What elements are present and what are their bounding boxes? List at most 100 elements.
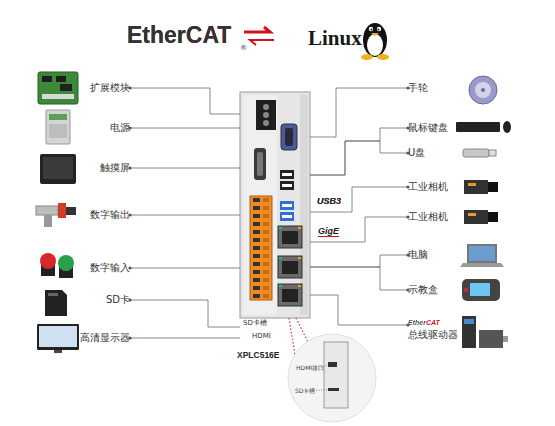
peripheral-label: 电脑 [408, 248, 460, 262]
connector-line [130, 268, 240, 269]
connector-line [130, 215, 240, 216]
detail-inset [288, 334, 376, 422]
keyboard-mouse-picture [456, 121, 511, 133]
connector-dot [406, 185, 409, 188]
ethernet-ports-part [282, 231, 298, 244]
industrial-camera-picture-part [464, 180, 488, 194]
servo-drive-picture-part [464, 319, 474, 324]
valve-picture-part [44, 215, 52, 227]
industrial-camera-picture-part [488, 182, 498, 192]
ethernet-ports-part [279, 285, 282, 287]
connector-dot [406, 151, 409, 154]
node-text: 数字输出 [76, 208, 130, 222]
node-text: 触摸屏 [76, 161, 130, 175]
linux-penguin-part [367, 34, 383, 56]
peripheral-label: 鼠标键盘 [408, 121, 460, 135]
ethercat-logo: EtherCAT [127, 22, 231, 48]
connector-dot [406, 323, 409, 326]
touch-screen-picture-part [40, 154, 76, 184]
ethernet-ports-part [282, 289, 298, 302]
usb-stick-picture [463, 149, 496, 157]
ethernet-ports-part [282, 261, 298, 274]
ethernet-ports-part [279, 257, 282, 259]
io-terminal-block [250, 196, 272, 300]
power-terminal-part [263, 104, 269, 110]
usb-ports-part [280, 181, 294, 190]
keyboard-mouse-picture-part [456, 122, 500, 132]
linux-penguin-part [371, 33, 379, 36]
port-label: SD卡槽 [243, 319, 267, 327]
teach-pendant-picture-part [462, 279, 500, 301]
controller-body [240, 92, 310, 318]
node-text: 电源 [76, 121, 130, 135]
sd-card-picture-part [45, 290, 67, 316]
peripheral-label: 数字输入 [76, 261, 130, 275]
power-supply-picture-part [46, 110, 70, 144]
usb-stick-picture-part [489, 150, 496, 156]
usb3-ports-part [282, 204, 292, 207]
node-text: SD卡 [76, 293, 130, 307]
controller-body-part [300, 95, 308, 315]
linux-logo: Linux [308, 26, 362, 50]
node-text: 扩展模块 [76, 81, 130, 95]
usb3-ports-part [282, 215, 292, 218]
controller-body-part [240, 92, 310, 318]
ethernet-ports-part [279, 227, 282, 229]
peripheral-label: 工业相机 [408, 210, 460, 224]
usb-ports-part [282, 184, 292, 187]
servo-drive-picture-part [462, 316, 476, 348]
ethernet-ports-part [278, 284, 302, 306]
connector-line [130, 338, 240, 339]
usb3-ports-part [280, 201, 294, 210]
node-text: 电脑 [408, 248, 460, 262]
expansion-module-picture-part [38, 72, 78, 104]
usb-ports [280, 170, 294, 190]
connector-line [310, 267, 408, 290]
teach-pendant-picture-part [464, 288, 468, 292]
peripheral-label: 手轮 [408, 81, 460, 95]
controller-box: XPLC516E [240, 92, 310, 342]
teach-pendant-picture-part [470, 283, 490, 296]
valve-picture-part [36, 206, 58, 215]
laptop-picture-part [467, 244, 497, 263]
connector-dot [406, 288, 409, 291]
expansion-module-picture-part [56, 76, 66, 82]
touch-screen-picture [40, 154, 76, 184]
connector-line [130, 300, 240, 327]
laptop-picture-part [469, 246, 495, 261]
linux-penguin-part [378, 29, 380, 31]
connector-dot [128, 298, 131, 301]
node-text: 工业相机 [408, 180, 460, 194]
node-text: 手轮 [408, 81, 460, 95]
connector-line [310, 295, 408, 325]
ethercat-arrows-part [244, 27, 270, 32]
usb-ports-part [280, 170, 294, 179]
valve-picture-part [58, 203, 66, 218]
node-text: EtherCAT [408, 318, 440, 328]
node-text: 数字输入 [76, 261, 130, 275]
linux-penguin-part [371, 29, 373, 31]
monitor-picture-part [37, 324, 79, 350]
detail-inset-part [324, 342, 348, 408]
power-supply-picture-part [49, 124, 67, 138]
peripheral-label: 数字输出 [76, 208, 130, 222]
detail-inset-part [288, 334, 376, 422]
node-text: 高清显示器 [70, 331, 130, 345]
connector-dot [406, 126, 409, 129]
controller-body-part [243, 95, 277, 315]
servo-drive-picture [462, 316, 508, 348]
laptop-picture-part [460, 263, 504, 267]
peripheral-label: U盘 [408, 146, 460, 160]
port-label: HDMI [252, 332, 271, 340]
ethernet-ports-part [298, 285, 301, 287]
ethercat-arrows [244, 27, 274, 45]
peripheral-label: 示教盒 [408, 283, 460, 297]
power-supply-picture-part [49, 114, 67, 120]
servo-drive-picture-part [479, 330, 503, 348]
detail-inset-part [316, 390, 328, 391]
peripheral-label: 扩展模块 [76, 81, 130, 95]
power-supply-picture [46, 110, 70, 144]
vga-port [281, 124, 297, 150]
